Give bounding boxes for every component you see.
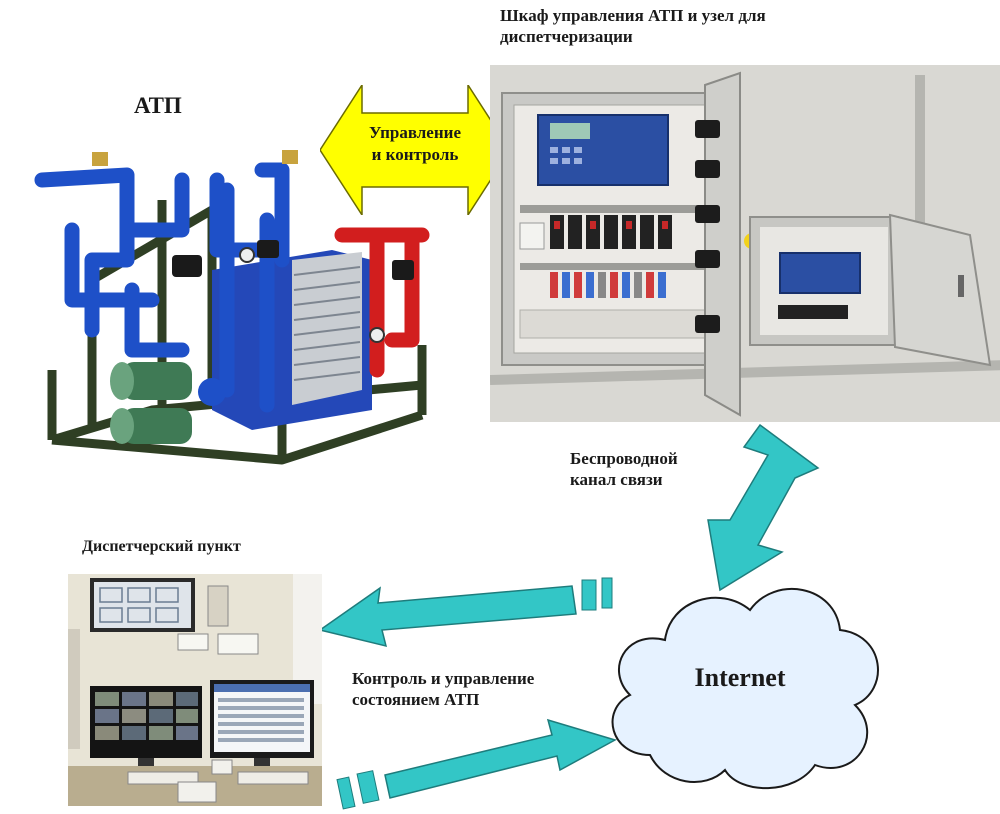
internet-cloud-icon [611, 588, 879, 790]
cabinet-caption-line1: Шкаф управления АТП и узел для [500, 6, 766, 25]
internet-cloud: Internet [590, 550, 890, 800]
control-arrow-line2: и контроль [371, 145, 459, 165]
wireless-caption-line1: Беспроводной [570, 449, 678, 468]
wireless-caption: Беспроводной канал связи [570, 448, 678, 491]
dispatch-room-photo [68, 574, 322, 806]
internet-label: Internet [694, 663, 786, 692]
cabinet-caption: Шкаф управления АТП и узел для диспетчер… [500, 5, 766, 48]
atp-title: АТП [134, 93, 182, 118]
double-arrow-icon [320, 85, 510, 215]
control-cabinet-photo [490, 65, 1000, 422]
state-control-caption: Контроль и управление состоянием АТП [352, 668, 534, 711]
to-dispatch-arrow-icon [318, 585, 577, 648]
control-arrow: Управление и контроль [320, 85, 510, 215]
heat-unit-photo [32, 140, 452, 485]
dispatch-caption: Диспетчерский пункт [82, 538, 241, 555]
control-arrow-label: Управление и контроль [340, 122, 490, 166]
state-control-line1: Контроль и управление [352, 669, 535, 688]
to-internet-arrow-icon [384, 718, 617, 799]
state-control-line2: состоянием АТП [352, 690, 480, 710]
cabinet-caption-line2: диспетчеризации [500, 27, 633, 47]
control-arrow-line1: Управление [368, 123, 461, 142]
wireless-caption-line2: канал связи [570, 470, 663, 490]
